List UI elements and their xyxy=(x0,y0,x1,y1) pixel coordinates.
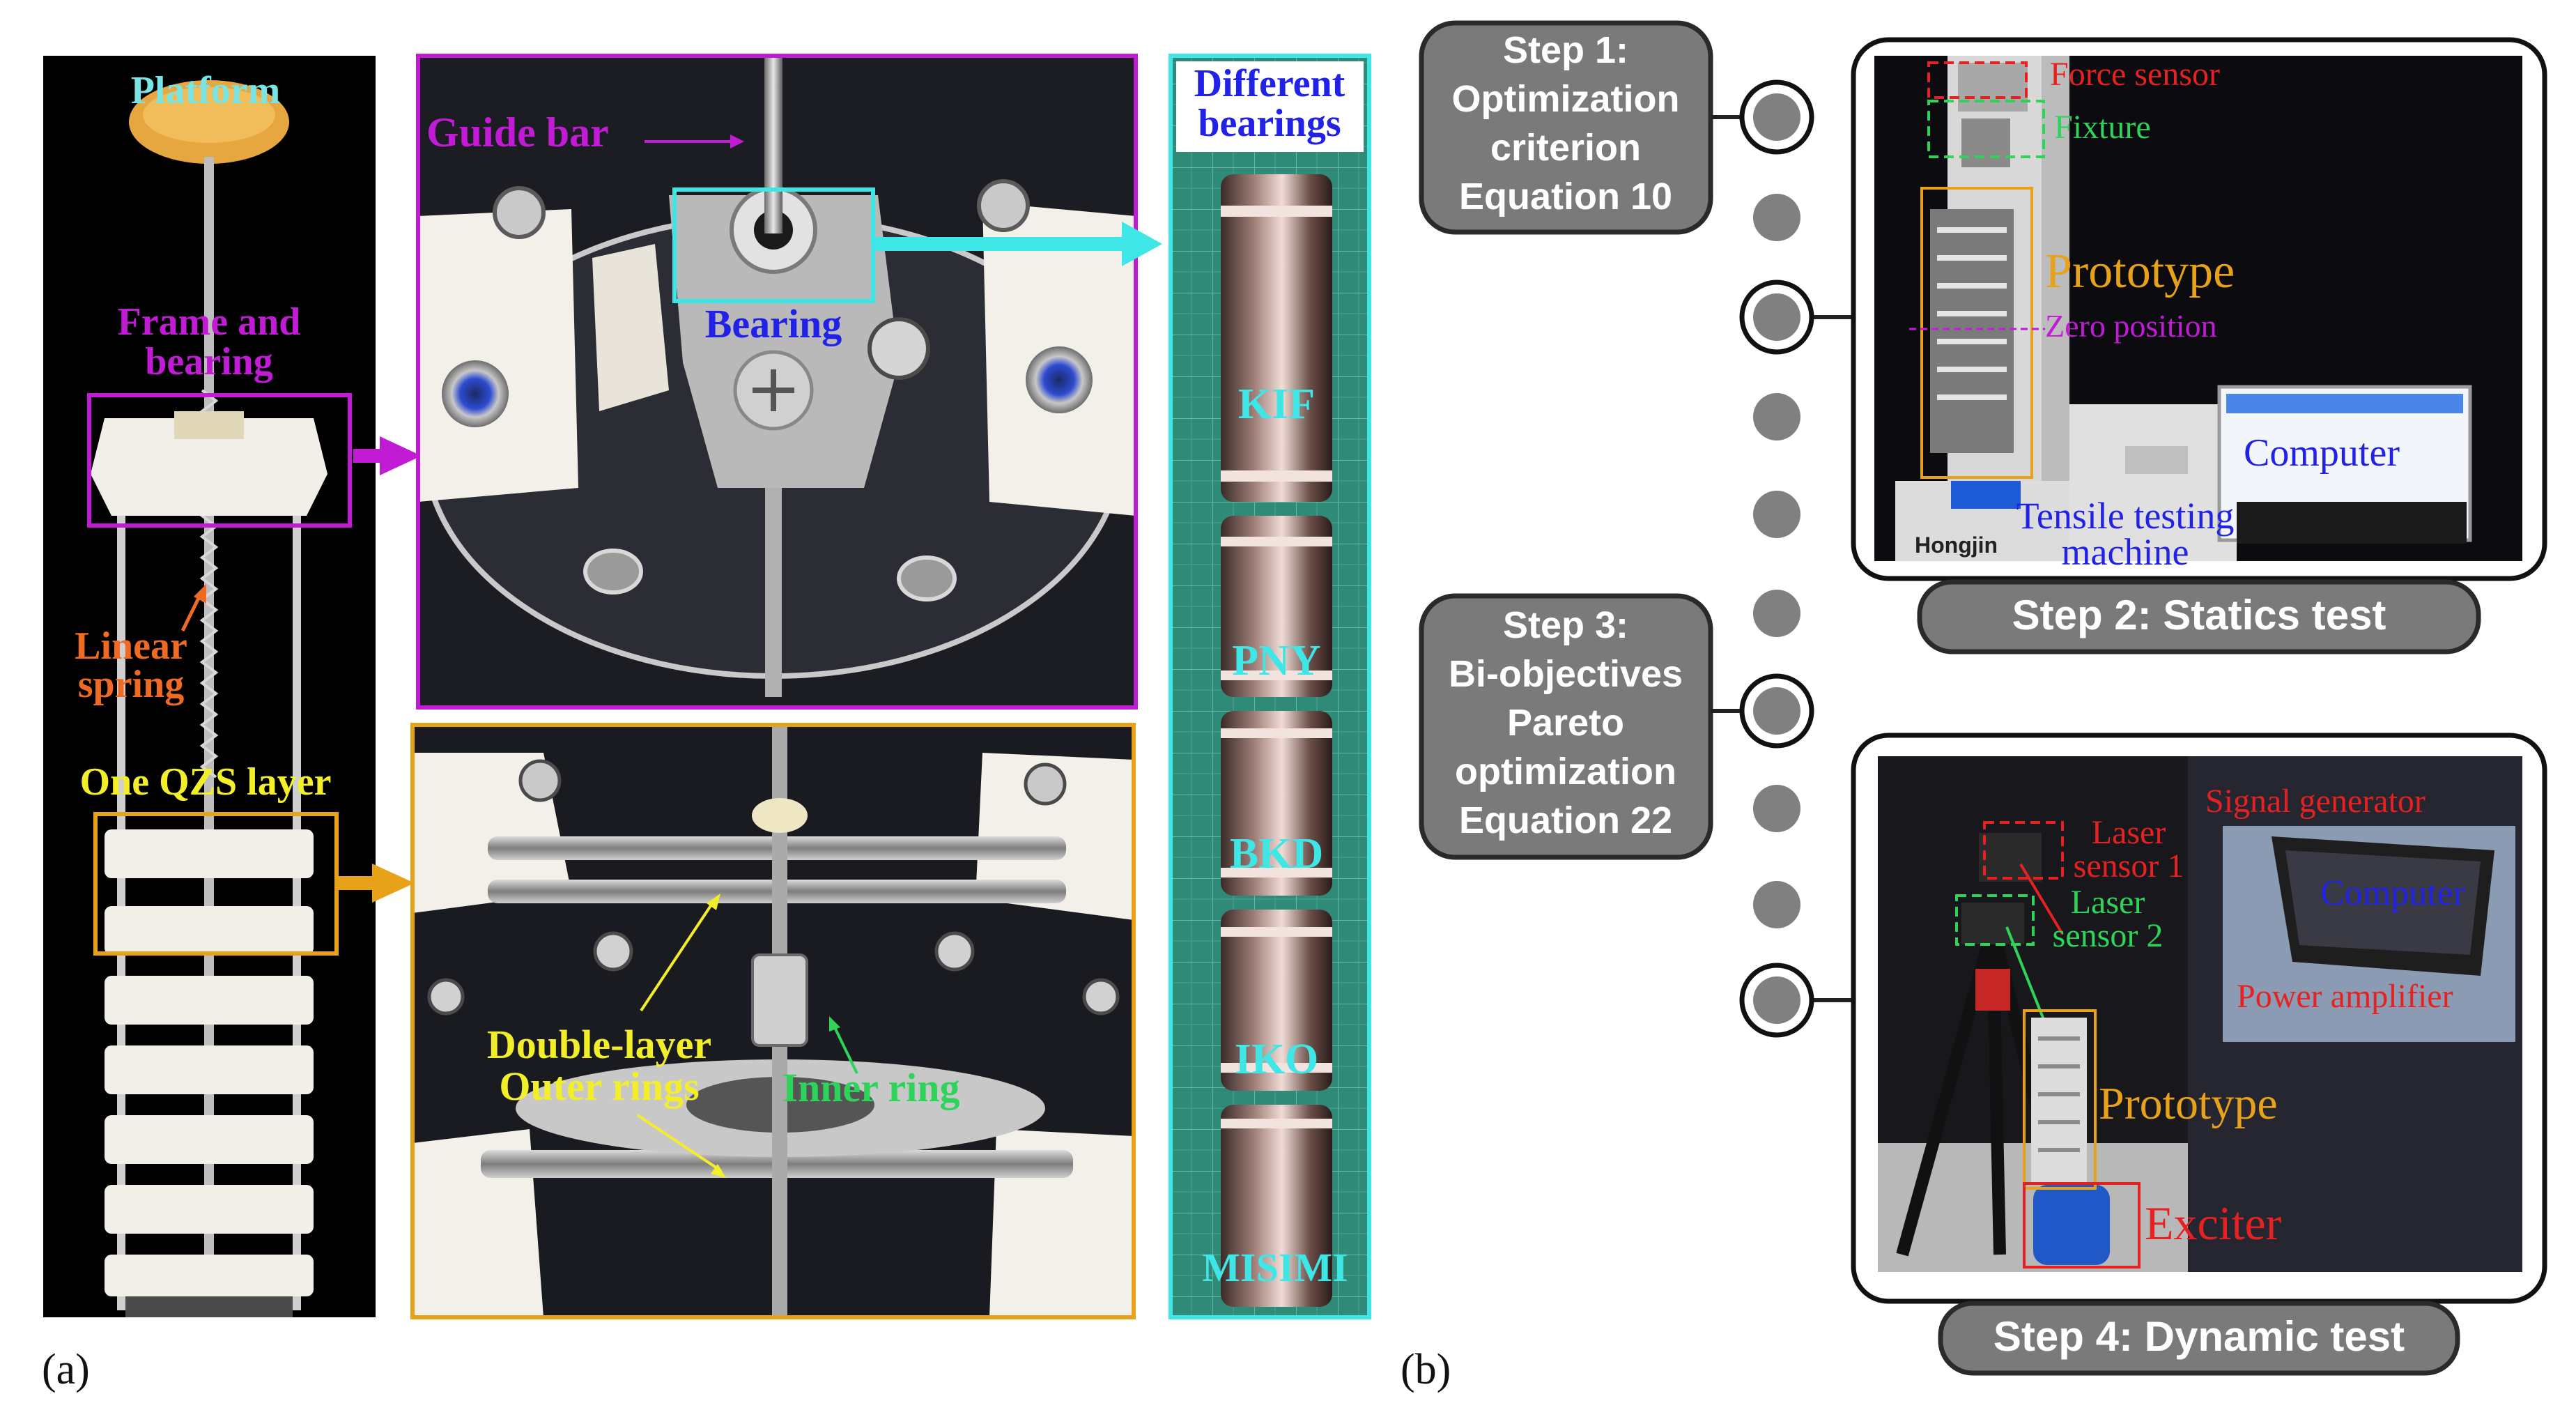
computer-label-dynamic: Computer xyxy=(2320,873,2465,913)
step1-line-2: Optimization xyxy=(1452,78,1680,120)
platform-label: Platform xyxy=(131,69,281,112)
step1-line-1: Step 1: xyxy=(1503,29,1628,71)
bearing-type-pny: PNY xyxy=(1232,637,1320,684)
bearing-label: Bearing xyxy=(705,301,842,346)
frame-bearing-photo-border xyxy=(416,54,1138,710)
prototype-label-dynamic: Prototype xyxy=(2099,1078,2278,1129)
different-bearings-label-2: bearings xyxy=(1198,102,1341,145)
photo-full-prototype xyxy=(43,56,376,1317)
tensile-label-1: Tensile testing xyxy=(2016,495,2235,537)
exciter-box xyxy=(2023,1182,2141,1269)
fixture-label: Fixture xyxy=(2054,109,2151,146)
different-bearings-border xyxy=(1169,54,1371,1319)
laser-sensor-1-box xyxy=(1983,821,2064,880)
qzs-layer-label: One QZS layer xyxy=(80,760,332,804)
exciter-label: Exciter xyxy=(2145,1197,2282,1250)
step4-title-box xyxy=(1938,1301,2460,1376)
step3-line-2: Bi-objectives xyxy=(1449,653,1683,695)
magenta-arrow xyxy=(380,436,422,475)
laser1-label-2: sensor 1 xyxy=(2074,848,2184,884)
power-amplifier-label: Power amplifier xyxy=(2237,978,2453,1015)
signal-generator-label: Signal generator xyxy=(2205,783,2425,820)
panel-b-tag: (b) xyxy=(1401,1346,1451,1393)
step3-line-4: optimization xyxy=(1455,751,1676,792)
linear-spring-label-1: Linear xyxy=(75,624,187,668)
prototype-box-dynamic xyxy=(2023,1009,2097,1190)
inner-ring-label: Inner ring xyxy=(782,1065,959,1110)
different-bearings-label-1: Different xyxy=(1194,62,1345,105)
prototype-box-statics xyxy=(1920,187,2033,479)
step2-title-box xyxy=(1917,579,2481,654)
linear-spring-label-2: spring xyxy=(78,663,185,706)
frame-bearing-label-2: bearing xyxy=(145,340,273,383)
tensile-label-2: machine xyxy=(2062,531,2189,573)
brand-label: Hongjin xyxy=(1915,532,1998,558)
orange-arrow xyxy=(372,864,415,903)
double-layer-label-1: Double-layer xyxy=(487,1022,711,1067)
prototype-label-statics: Prototype xyxy=(2045,245,2235,298)
laser2-label-1: Laser xyxy=(2071,884,2145,921)
laser-sensor-2-box xyxy=(1955,894,2035,946)
step1-box xyxy=(1419,20,1713,235)
force-sensor-label: Force sensor xyxy=(2050,56,2220,93)
frame-bearing-box xyxy=(87,393,352,528)
bearing-type-iko: IKO xyxy=(1235,1036,1319,1083)
timeline xyxy=(1739,79,1814,1038)
zero-position-label: Zero position xyxy=(2045,308,2217,344)
fixture-box xyxy=(1927,100,2045,158)
step2-title: Step 2: Statics test xyxy=(2012,592,2386,638)
step3-box xyxy=(1419,593,1713,860)
double-layer-label-2: Outer rings xyxy=(499,1064,699,1109)
cyan-arrow xyxy=(1122,222,1162,266)
photo-frame-bearing xyxy=(418,56,1136,707)
guide-bar-label: Guide bar xyxy=(426,109,609,155)
step3-line-1: Step 3: xyxy=(1503,604,1628,646)
step3-line-5: Equation 22 xyxy=(1459,799,1672,841)
force-sensor-box xyxy=(1927,61,2028,99)
step1-line-4: Equation 10 xyxy=(1459,176,1672,217)
bearing-type-misimi: MISIMI xyxy=(1202,1245,1348,1290)
photo-dynamic-test xyxy=(1878,756,2522,1272)
step1-line-3: criterion xyxy=(1490,127,1641,169)
bearing-type-kif: KIF xyxy=(1238,381,1315,428)
computer-label-statics: Computer xyxy=(2244,431,2400,475)
laser2-label-2: sensor 2 xyxy=(2053,917,2164,954)
qzs-photo-border xyxy=(410,723,1136,1319)
qzs-layer-box xyxy=(93,812,339,956)
laser1-label-1: Laser xyxy=(2092,814,2166,851)
frame-bearing-label-1: Frame and xyxy=(118,300,301,344)
bearing-type-bkd: BKD xyxy=(1230,830,1323,878)
photo-different-bearings xyxy=(1171,56,1369,1317)
panel-a-tag: (a) xyxy=(42,1346,90,1393)
step3-line-3: Pareto xyxy=(1507,702,1624,744)
step4-title: Step 4: Dynamic test xyxy=(1993,1313,2405,1360)
photo-qzs-layer xyxy=(412,725,1134,1317)
